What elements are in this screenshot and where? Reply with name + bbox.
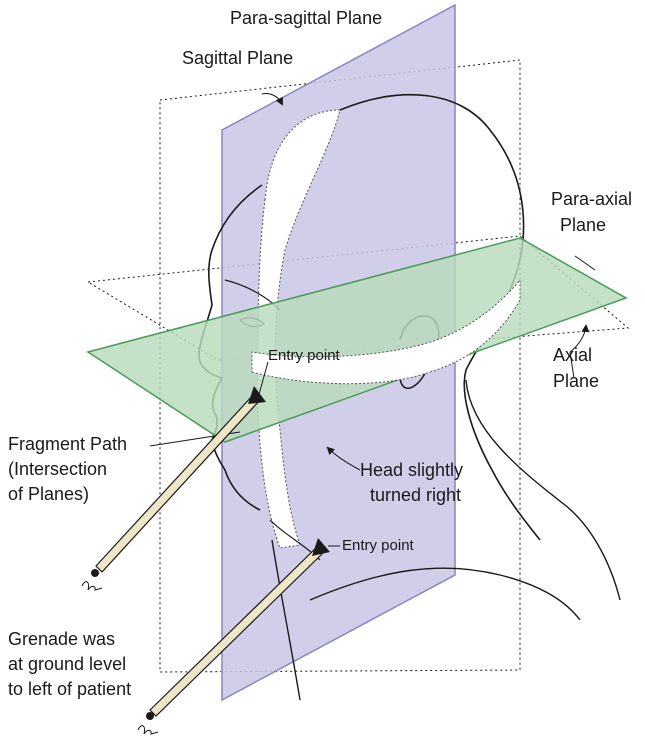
axial-label-line2: Plane — [553, 371, 599, 391]
para-sagittal-label: Para-sagittal Plane — [230, 8, 382, 28]
head-turned-label-line2: turned right — [370, 485, 461, 505]
entry-point-lower-label: Entry point — [342, 537, 415, 554]
fragment-path-label-line2: (Intersection — [8, 459, 107, 479]
grenade-label-line3: to left of patient — [8, 679, 131, 699]
sagittal-label: Sagittal Plane — [182, 48, 293, 68]
neck-back — [466, 380, 620, 600]
head-turned-label-line1: Head slightly — [360, 460, 463, 480]
para-axial-pointer — [575, 256, 595, 270]
para-axial-label-line1: Para-axial — [551, 189, 632, 209]
axial-label-line1: Axial — [553, 345, 592, 365]
para-axial-label-line2: Plane — [560, 215, 606, 235]
grenade-label-line2: at ground level — [8, 654, 126, 674]
fragment-path-label-line3: of Planes) — [8, 484, 89, 504]
fragment-path-label-line1: Fragment Path — [8, 434, 127, 454]
entry-point-upper-label: Entry point — [268, 347, 341, 364]
grenade-label-line1: Grenade was — [8, 629, 115, 649]
grenade-icon-upper — [82, 569, 102, 590]
